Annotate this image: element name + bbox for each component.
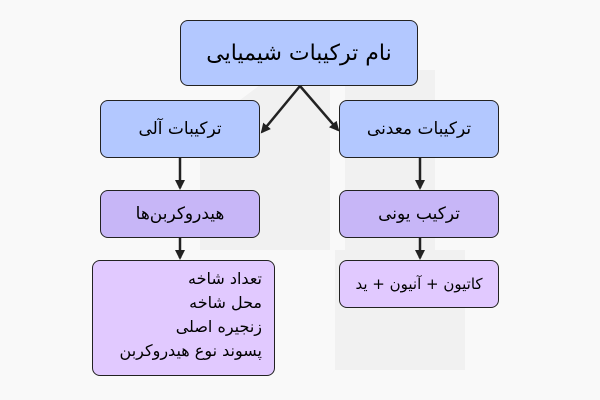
ionic-compound-node: ترکیب یونی — [339, 190, 499, 238]
organic-compounds-node: ترکیبات آلی — [100, 100, 260, 158]
naming-step-item: زنجیره اصلی — [175, 317, 262, 336]
naming-step-item: محل شاخه — [189, 293, 262, 312]
naming-step-item: تعداد شاخه — [188, 269, 262, 288]
mineral-compounds-label: ترکیبات معدنی — [366, 119, 472, 139]
root-node: نام ترکیبات شیمیایی — [180, 20, 418, 86]
naming-steps-list: تعداد شاخه محل شاخه زنجیره اصلی پسوند نو… — [120, 267, 262, 363]
arrow-root-to-organic — [260, 85, 301, 134]
naming-steps-node: تعداد شاخه محل شاخه زنجیره اصلی پسوند نو… — [92, 260, 275, 376]
ion-formula-label: کاتیون + آنیون + ید — [355, 275, 483, 293]
ion-formula-node: کاتیون + آنیون + ید — [339, 260, 499, 308]
root-node-label: نام ترکیبات شیمیایی — [206, 40, 392, 66]
mineral-compounds-node: ترکیبات معدنی — [339, 100, 499, 158]
hydrocarbons-label: هیدروکربن‌ها — [135, 204, 225, 224]
arrow-root-to-mineral — [299, 85, 340, 132]
naming-step-item: پسوند نوع هیدروکربن — [119, 341, 262, 360]
organic-compounds-label: ترکیبات آلی — [138, 119, 222, 139]
ionic-compound-label: ترکیب یونی — [378, 204, 460, 224]
hydrocarbons-node: هیدروکربن‌ها — [100, 190, 260, 238]
